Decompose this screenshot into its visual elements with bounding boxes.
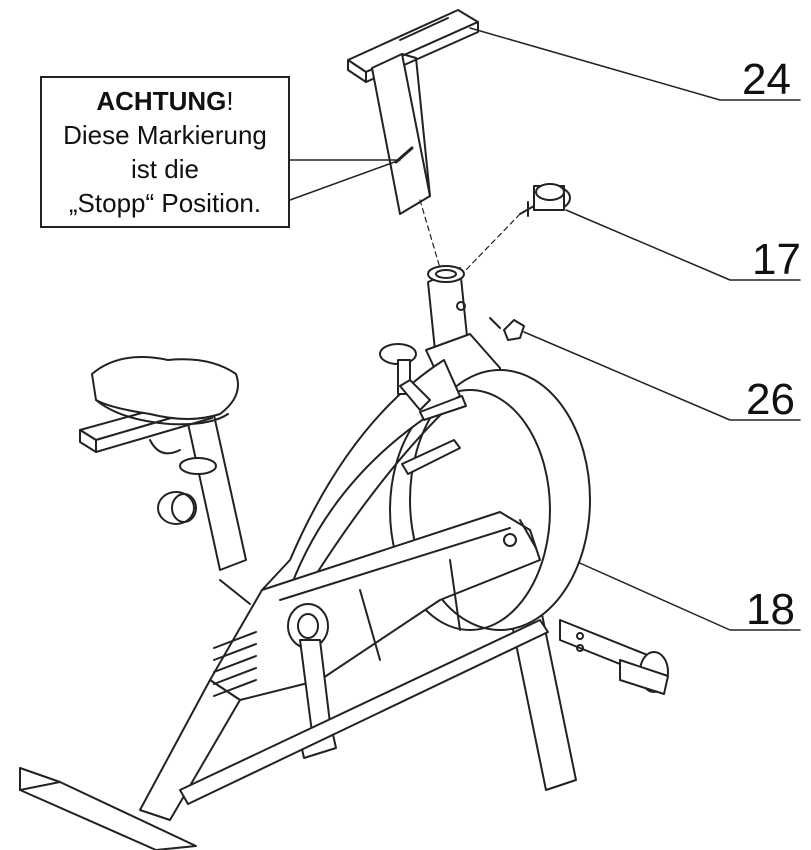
seat-knob	[157, 491, 197, 525]
callout-line-1: Diese Markierung	[63, 120, 267, 150]
saddle	[91, 356, 239, 426]
callout-line-3: „Stopp“ Position.	[68, 188, 262, 218]
callout-exclamation: !	[226, 86, 234, 116]
brake-bracket	[401, 395, 467, 475]
callout-title: ACHTUNG	[96, 86, 227, 116]
frame-rear	[139, 579, 251, 821]
part-label-18: 18	[746, 585, 795, 634]
leader-17	[565, 209, 801, 281]
part-label-17: 17	[752, 235, 801, 284]
callout-heading: ACHTUNG!	[42, 84, 288, 118]
leader-24	[469, 27, 801, 101]
rear-stabilizer	[19, 767, 197, 850]
part-label-24: 24	[742, 55, 791, 104]
front-stabilizer	[559, 619, 669, 695]
callout-line-2: ist die	[131, 154, 199, 184]
bolt-26	[489, 317, 525, 341]
knob-17	[519, 183, 571, 217]
handlebar-post	[347, 9, 479, 215]
leader-18	[545, 547, 801, 631]
chain-guard-vents	[213, 631, 257, 697]
seat-post	[179, 387, 247, 571]
frame-bottom-bar	[179, 619, 549, 805]
part-label-26: 26	[746, 375, 795, 424]
resistance-knob	[379, 343, 431, 411]
leader-26	[523, 331, 801, 421]
warning-callout: ACHTUNG! Diese Markierung ist die „Stopp…	[40, 76, 290, 228]
